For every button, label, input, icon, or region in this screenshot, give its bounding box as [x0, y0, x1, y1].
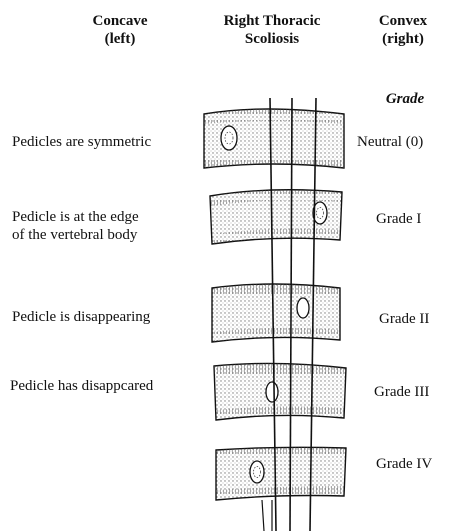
lower-process	[262, 500, 272, 531]
vertebra-grade-1	[210, 190, 342, 244]
vertebra-grade-4	[216, 447, 346, 500]
vertebra-grade-2	[212, 284, 340, 342]
vertebra-grade-3	[214, 363, 346, 420]
vertebra-neutral	[204, 109, 344, 168]
